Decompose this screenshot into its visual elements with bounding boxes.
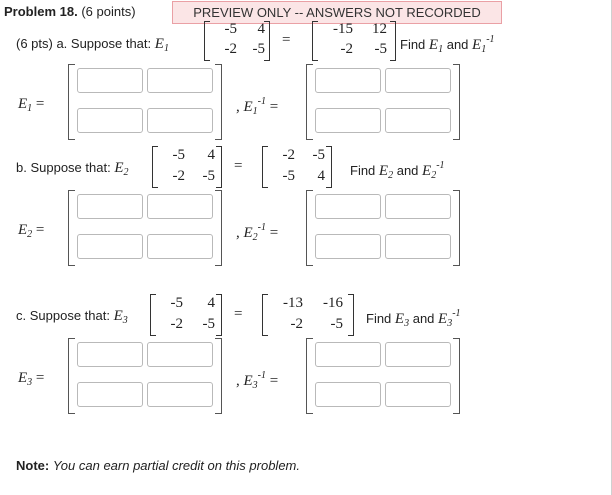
part-c-right-matrix: -13 -16 -2 -5 [262,294,354,336]
part-a-E: E1 [154,36,169,54]
part-b-E-input-22[interactable] [147,234,213,259]
note-text: You can earn partial credit on this prob… [52,458,300,473]
part-a-E-input-21[interactable] [77,108,143,133]
part-c-left-matrix: -5 4 -2 -5 [150,294,222,336]
part-a-Einv-answer-matrix [306,64,460,140]
part-a-Einv-input-21[interactable] [315,108,381,133]
partial-credit-note: Note: You can earn partial credit on thi… [16,458,300,473]
part-b-Einv-answer-matrix [306,190,460,266]
part-a-E-label: E1 = [18,96,45,114]
part-a-find: Find E1 and E1-1 [400,34,495,55]
part-c-E-input-11[interactable] [77,342,143,367]
part-a-equals: = [282,32,291,48]
points-label: (6 points) [81,4,136,19]
part-b-left-matrix: -5 4 -2 -5 [152,146,222,188]
part-b-E: E2 [114,160,129,178]
part-b-E-input-11[interactable] [77,194,143,219]
part-c-Einv-input-22[interactable] [385,382,451,407]
part-b-Einv-input-21[interactable] [315,234,381,259]
part-a-E-answer-matrix [68,64,222,140]
part-b-Einv-label: , E2-1 = [236,222,279,243]
part-b-Einv-input-11[interactable] [315,194,381,219]
part-c-E-label: E3 = [18,370,45,388]
part-b-right-matrix: -2 -5 -5 4 [262,146,332,188]
part-b-E-answer-matrix [68,190,222,266]
part-a-Einv-input-22[interactable] [385,108,451,133]
part-c-E: E3 [113,308,128,326]
part-c-E-input-22[interactable] [147,382,213,407]
note-label: Note: [16,458,50,473]
part-b-E-input-12[interactable] [147,194,213,219]
part-b-Einv-input-12[interactable] [385,194,451,219]
part-c-Einv-answer-matrix [306,338,460,414]
part-c-Einv-input-21[interactable] [315,382,381,407]
part-c-find: Find E3 and E3-1 [366,308,461,329]
part-b-find: Find E2 and E2-1 [350,160,445,181]
part-c-lead: c. Suppose that: E3 [16,308,128,326]
part-a-Einv-input-12[interactable] [385,68,451,93]
part-a-Einv-input-11[interactable] [315,68,381,93]
part-a-E-input-12[interactable] [147,68,213,93]
part-a-E-input-22[interactable] [147,108,213,133]
part-c-E-answer-matrix [68,338,222,414]
part-a-left-matrix: -5 4 -2 -5 [204,21,270,61]
part-c-equals: = [234,306,243,322]
part-a-right-matrix: -15 12 -2 -5 [312,21,396,61]
part-b-Einv-input-22[interactable] [385,234,451,259]
part-b-E-input-21[interactable] [77,234,143,259]
problem-label: Problem 18. [4,4,78,19]
part-a-E-input-11[interactable] [77,68,143,93]
part-b-equals: = [234,158,243,174]
part-c-Einv-input-11[interactable] [315,342,381,367]
part-a-Einv-label: , E1-1 = [236,96,279,117]
part-a-lead: (6 pts) a. Suppose that: E1 [16,36,169,54]
part-b-lead: b. Suppose that: E2 [16,160,129,178]
preview-banner: PREVIEW ONLY -- ANSWERS NOT RECORDED [172,1,502,24]
part-c-E-input-21[interactable] [77,382,143,407]
part-c-Einv-label: , E3-1 = [236,370,279,391]
part-c-E-input-12[interactable] [147,342,213,367]
part-b-E-label: E2 = [18,222,45,240]
part-c-Einv-input-12[interactable] [385,342,451,367]
problem-title: Problem 18. (6 points) [4,4,136,19]
